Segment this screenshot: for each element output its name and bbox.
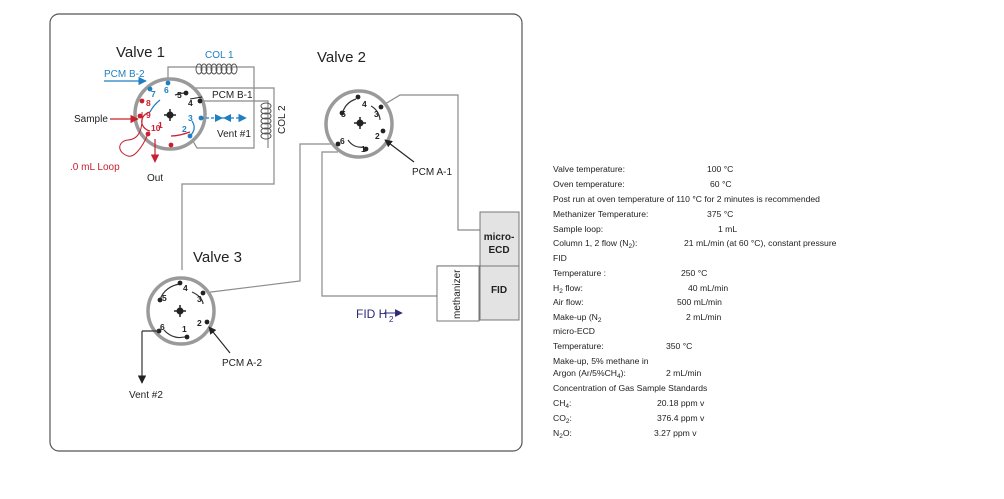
col1-tubing	[167, 66, 255, 149]
pcm-b1-label: PCM B-1	[212, 90, 253, 101]
cond-methanizer-temp-label: Methanizer Temperature:	[553, 209, 648, 219]
needle-valve-icon	[215, 114, 231, 122]
cond-n2o-value: 3.27 ppm v	[654, 428, 697, 438]
valve1-port-5: 5	[177, 90, 182, 100]
pcm-a2-arrow	[208, 326, 231, 354]
valve2-rotor-icon	[354, 117, 366, 129]
cond-fid-temp-label: Temperature :	[553, 268, 606, 278]
valve1: Valve 1 1 2 3 4 5 6 7 8 9 10	[116, 44, 207, 151]
valve3: Valve 3 1 2 3 4 5 6	[146, 249, 242, 346]
v2-to-methanizer-tubing	[321, 151, 437, 297]
sample-label: Sample	[74, 114, 108, 125]
valve3-port-1: 1	[182, 324, 187, 334]
cond-fid-heading: FID	[553, 253, 567, 263]
cond-ch4-value: 20.18 ppm v	[657, 398, 705, 408]
cond-sample-loop-value: 1 mL	[718, 224, 737, 234]
conditions-table: Valve temperature: 100 °C Oven temperatu…	[553, 164, 837, 440]
valve3-port-4: 4	[183, 283, 188, 293]
pcm-a2-label: PCM A-2	[222, 358, 262, 369]
valve2-port-6: 6	[340, 136, 345, 146]
valve2-port-4: 4	[362, 99, 367, 109]
v2-to-ecd-tubing	[379, 94, 480, 231]
cond-ch4-label: CH4:	[553, 398, 571, 410]
valve2-port-5: 5	[341, 109, 346, 119]
valve1-port-8: 8	[146, 98, 151, 108]
valve1-port-3: 3	[188, 113, 193, 123]
methanizer-label: methanizer	[452, 269, 463, 319]
valve1-rotor-icon	[164, 109, 176, 121]
valve3-title: Valve 3	[193, 249, 242, 266]
valve2-port-2: 2	[375, 131, 380, 141]
cond-oven-temp-value: 60 °C	[710, 179, 732, 189]
valve3-port-3: 3	[197, 294, 202, 304]
cond-makeup-ar-line1: Make-up, 5% methane in	[553, 356, 649, 366]
cond-makeup-n2-value: 2 mL/min	[686, 312, 722, 322]
methanizer-box	[436, 265, 480, 322]
valve2: Valve 2 1 2 3 4 5 6	[317, 49, 394, 159]
cond-valve-temp-label: Valve temperature:	[553, 164, 625, 174]
valve3-port-5: 5	[162, 293, 167, 303]
cond-makeup-ar-value: 2 mL/min	[666, 368, 702, 378]
pcm-a1-arrow	[384, 139, 415, 163]
pcm-a1-label: PCM A-1	[412, 167, 452, 178]
cond-fid-temp-value: 250 °C	[681, 268, 707, 278]
cond-methanizer-temp-value: 375 °C	[707, 209, 733, 219]
col1-label: COL 1	[205, 50, 234, 61]
sample-loop-label: .0 mL Loop	[70, 162, 120, 173]
valve1-port-2: 2	[182, 124, 187, 134]
out-label: Out	[147, 173, 163, 184]
valve2-port-1: 1	[361, 144, 366, 154]
cond-post-run: Post run at oven temperature of 110 °C f…	[553, 194, 820, 204]
cond-n2o-label: N2O:	[553, 428, 572, 440]
valve1-port-1: 1	[158, 120, 163, 130]
micro-ecd-label-2: ECD	[488, 245, 509, 256]
cond-gas-heading: Concentration of Gas Sample Standards	[553, 383, 707, 393]
valve1-port-4: 4	[188, 98, 193, 108]
fid-h2-label: FID H	[356, 307, 387, 321]
col2-coil-icon	[260, 102, 272, 140]
vent2-label: Vent #2	[129, 390, 163, 401]
col2-label: COL 2	[277, 105, 288, 134]
pcm-b1-leader	[189, 96, 203, 100]
valve1-port-7: 7	[151, 89, 156, 99]
valve1-title: Valve 1	[116, 44, 165, 61]
micro-ecd-label-1: micro-	[484, 232, 515, 243]
cond-ecd-temp-value: 350 °C	[666, 341, 692, 351]
valve1-port-9: 9	[146, 110, 151, 120]
cond-h2-flow-value: 40 mL/min	[688, 283, 728, 293]
cond-makeup-n2-label: Make-up (N2	[553, 312, 602, 324]
valve2-title: Valve 2	[317, 49, 366, 66]
cond-air-flow-value: 500 mL/min	[677, 297, 722, 307]
cond-ecd-temp-label: Temperature:	[553, 341, 604, 351]
valve3-rotor-icon	[174, 305, 186, 317]
cond-column-flow-label: Column 1, 2 flow (N2):	[553, 238, 637, 250]
cond-h2-flow-label: H2 flow:	[553, 283, 583, 295]
col1-coil-icon	[195, 63, 238, 75]
cond-makeup-ar-label: Argon (Ar/5%CH4):	[553, 368, 626, 380]
cond-co2-label: CO2:	[553, 413, 572, 425]
diagram-frame	[49, 13, 523, 452]
fid-h2-subscript: 2	[389, 315, 394, 324]
valve1-port-6: 6	[164, 85, 169, 95]
sample-loop-tubing	[119, 111, 149, 157]
cond-sample-loop-label: Sample loop:	[553, 224, 603, 234]
v3-to-v2-tubing	[202, 143, 337, 294]
fid-label: FID	[491, 285, 507, 296]
vent1-label: Vent #1	[217, 129, 251, 140]
valve2-port-3: 3	[374, 109, 379, 119]
col2-tubing	[200, 100, 269, 148]
cond-column-flow-value: 21 mL/min (at 60 °C), constant pressure	[684, 238, 837, 248]
pcm-b2-label: PCM B-2	[104, 69, 145, 80]
cond-valve-temp-value: 100 °C	[707, 164, 733, 174]
cond-ecd-heading: micro-ECD	[553, 326, 595, 336]
cond-air-flow-label: Air flow:	[553, 297, 584, 307]
valve1-port-10: 10	[151, 123, 161, 133]
cond-oven-temp-label: Oven temperature:	[553, 179, 625, 189]
valve3-port-6: 6	[160, 322, 165, 332]
valve3-port-2: 2	[197, 318, 202, 328]
cond-co2-value: 376.4 ppm v	[657, 413, 705, 423]
